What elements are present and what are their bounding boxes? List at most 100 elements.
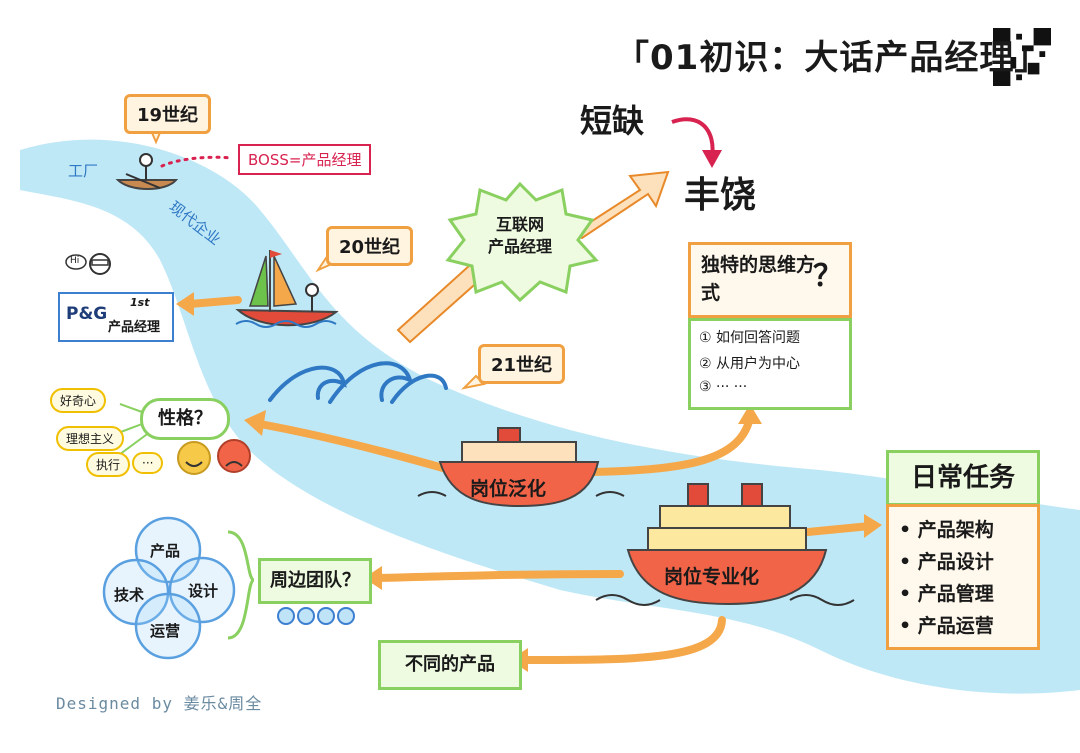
- factory-label: 工厂: [68, 162, 99, 180]
- arrows: [186, 296, 874, 664]
- rowboat-hull: [115, 179, 179, 190]
- arrow-to-pg: [186, 296, 242, 308]
- daily-tasks-title: 日常任务: [886, 450, 1040, 506]
- wave-curl-1: [268, 365, 347, 402]
- team-bracket: [227, 530, 256, 640]
- arrow-to-daily: [804, 522, 874, 536]
- pg-first-label: 1st: [130, 296, 150, 309]
- sad-face: [217, 439, 251, 473]
- person-1: [277, 607, 295, 625]
- pg-name: P&G: [66, 304, 108, 324]
- happy-mouth: [185, 461, 203, 467]
- sailboat-waves: [235, 320, 337, 328]
- people-group: [277, 607, 355, 625]
- thinking-question-mark: ？: [813, 259, 843, 294]
- internet-line-1: 互联网: [495, 215, 544, 234]
- short-to-rich-arrow: [671, 117, 715, 159]
- qr-module-1: [1016, 33, 1022, 40]
- ship-specialized: [595, 483, 855, 606]
- venn-design: [168, 556, 236, 624]
- pg-box: P&G 1st 产品经理: [58, 292, 174, 342]
- arrowhead-thinking: [738, 404, 762, 424]
- thinking-item-2: ② 从用户为中心: [699, 356, 801, 372]
- wave-curl-3: [390, 373, 448, 404]
- task-management: • 产品管理: [899, 583, 994, 605]
- qr-finder-2: [1033, 28, 1051, 46]
- trait-idealism: 理想主义: [56, 426, 125, 451]
- arrow-to-thinking: [586, 414, 754, 476]
- arrowhead-team: [364, 566, 382, 590]
- arrow-to-team: [374, 570, 624, 582]
- sailboat-flag: [270, 250, 282, 258]
- thinking-list: ① 如何回答问题 ② 从用户为中心 ③ ··· ···: [688, 318, 852, 410]
- pg-person-glasses: [91, 259, 109, 266]
- pg-hi-text: Hi: [70, 256, 80, 266]
- ship-specialized-chimney-2: [741, 483, 763, 507]
- ship-generalized-label: 岗位泛化: [470, 478, 547, 500]
- surrounding-team-label: 周边团队？: [258, 558, 372, 604]
- different-products-label: 不同的产品: [378, 640, 522, 690]
- striped-arrow-upper: [573, 170, 670, 240]
- sailboat-sail-right: [273, 255, 298, 307]
- arrowhead-pg: [176, 292, 194, 316]
- thinking-item-3: ③ ··· ···: [699, 379, 748, 395]
- ship-specialized-waves: [595, 594, 855, 606]
- venn-label-tech: 技术: [114, 586, 145, 604]
- rower-oar: [125, 173, 161, 189]
- person-4: [337, 607, 355, 625]
- venn-product: [134, 516, 202, 584]
- sailboat: [235, 250, 339, 328]
- ship-specialized-deck-2: [647, 527, 807, 551]
- sailboat-hull: [235, 308, 339, 327]
- personality-label: 性格？: [140, 398, 230, 440]
- ship-specialized-chimney-1: [687, 483, 709, 507]
- person-3: [317, 607, 335, 625]
- qr-finder-1: [993, 28, 1011, 46]
- pg-pm-label: 产品经理: [108, 320, 161, 335]
- trait-execution: 执行: [86, 452, 131, 477]
- person-2: [297, 607, 315, 625]
- scarcity-label: 短缺: [580, 102, 645, 140]
- boss-dotted-line: [160, 155, 234, 168]
- arrowhead-personality: [244, 410, 266, 436]
- arrow-to-personality: [256, 420, 454, 474]
- rowboat-figure: [115, 153, 179, 190]
- designer-credit: Designed by 姜乐&周全: [56, 694, 263, 713]
- thinking-box: 独特的思维方式 ？: [688, 242, 852, 318]
- striped-arrow: [396, 170, 670, 344]
- qr-module-2: [1022, 45, 1034, 52]
- venn-label-operation: 运营: [150, 622, 181, 640]
- connector-1: [119, 403, 143, 413]
- century-20-tag: 20世纪: [326, 226, 414, 266]
- wave-curl-2: [328, 361, 414, 404]
- ship-specialized-hull: [626, 549, 828, 606]
- century-19-tag: 19世纪: [124, 94, 212, 134]
- sailboat-sail-left: [248, 255, 269, 307]
- ship-specialized-deck-1: [659, 505, 791, 529]
- rower-head: [139, 153, 153, 167]
- thinking-title: 独特的思维方式: [701, 254, 816, 304]
- arrowhead-daily: [864, 514, 882, 538]
- thinking-item-1: ① 如何回答问题: [699, 330, 801, 346]
- trait-more: ···: [132, 452, 164, 474]
- internet-starburst: [445, 181, 599, 303]
- striped-arrow-lower: [396, 263, 484, 344]
- ship-generalized: [417, 427, 625, 508]
- ship-specialized-label: 岗位专业化: [664, 566, 760, 588]
- page-title: 「01初识：大话产品经理」: [615, 38, 1050, 78]
- qr-code: [993, 28, 1051, 86]
- task-operation: • 产品运营: [899, 615, 994, 637]
- ship-generalized-hull: [438, 461, 600, 508]
- task-architecture: • 产品架构: [899, 519, 994, 541]
- qr-finder-3: [993, 68, 1011, 86]
- sailor-head: [305, 283, 319, 297]
- ship-generalized-waves: [417, 491, 625, 497]
- venn-operation: [134, 592, 202, 660]
- pg-speech-bubble: [65, 254, 87, 270]
- internet-pm-label: 互联网 产品经理: [470, 214, 570, 258]
- ship-generalized-cabin: [461, 441, 577, 463]
- short-to-rich-arrowhead: [702, 150, 722, 168]
- sad-mouth: [225, 461, 243, 467]
- internet-line-2: 产品经理: [487, 237, 552, 256]
